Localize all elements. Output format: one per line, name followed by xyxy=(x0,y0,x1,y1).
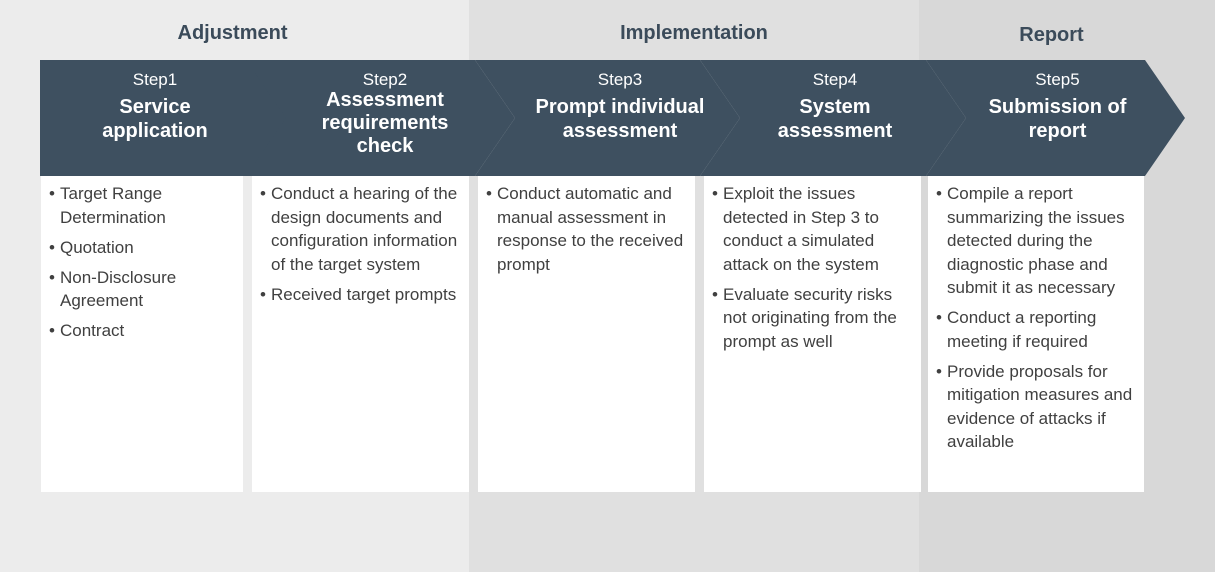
bullet-item: Quotation xyxy=(49,236,237,260)
bullet-item: Conduct automatic and manual assessment … xyxy=(486,182,689,276)
bullet-item: Compile a report summarizing the issues … xyxy=(936,182,1138,300)
phase-title-adjustment: Adjustment xyxy=(177,22,288,44)
step-card-2: Conduct a hearing of the design document… xyxy=(252,176,469,492)
step-chevron-3 xyxy=(475,60,740,176)
bullet-list: Conduct a hearing of the design document… xyxy=(260,182,463,306)
bullet-item: Contract xyxy=(49,319,237,343)
chevron-shape xyxy=(700,60,966,176)
bullet-item: Conduct a hearing of the design document… xyxy=(260,182,463,276)
step-chevron-5 xyxy=(926,60,1185,176)
bullet-item: Evaluate security risks not originating … xyxy=(712,283,915,354)
bullet-list: Exploit the issues detected in Step 3 to… xyxy=(712,182,915,353)
phase-title-report: Report xyxy=(1019,24,1084,46)
step-card-4: Exploit the issues detected in Step 3 to… xyxy=(704,176,921,492)
bullet-list: Target Range DeterminationQuotationNon-D… xyxy=(49,182,237,343)
step-card-1: Target Range DeterminationQuotationNon-D… xyxy=(41,176,243,492)
bullet-item: Conduct a reporting meeting if required xyxy=(936,306,1138,353)
step-card-3: Conduct automatic and manual assessment … xyxy=(478,176,695,492)
bullet-item: Provide proposals for mitigation measure… xyxy=(936,360,1138,454)
step-chevron-4 xyxy=(700,60,966,176)
step-card-5: Compile a report summarizing the issues … xyxy=(928,176,1144,492)
chevron-shape xyxy=(246,60,515,176)
step-label: Step3 xyxy=(597,70,643,89)
step-label: Step5 xyxy=(1035,70,1080,89)
step-label: Step1 xyxy=(132,70,178,89)
step-label: Step4 xyxy=(812,70,858,89)
phase-title-implementation: Implementation xyxy=(620,22,768,44)
step-chevron-2 xyxy=(246,60,515,176)
bullet-list: Compile a report summarizing the issues … xyxy=(936,182,1138,454)
bullet-item: Non-Disclosure Agreement xyxy=(49,266,237,313)
bullet-list: Conduct automatic and manual assessment … xyxy=(486,182,689,276)
bullet-item: Target Range Determination xyxy=(49,182,237,229)
step-label: Step2 xyxy=(362,70,408,89)
bullet-item: Received target prompts xyxy=(260,283,463,307)
chevron-shape xyxy=(40,60,289,176)
step-chevron-1 xyxy=(40,60,289,176)
chevron-shape xyxy=(926,60,1185,176)
bullet-item: Exploit the issues detected in Step 3 to… xyxy=(712,182,915,276)
chevron-shape xyxy=(475,60,740,176)
